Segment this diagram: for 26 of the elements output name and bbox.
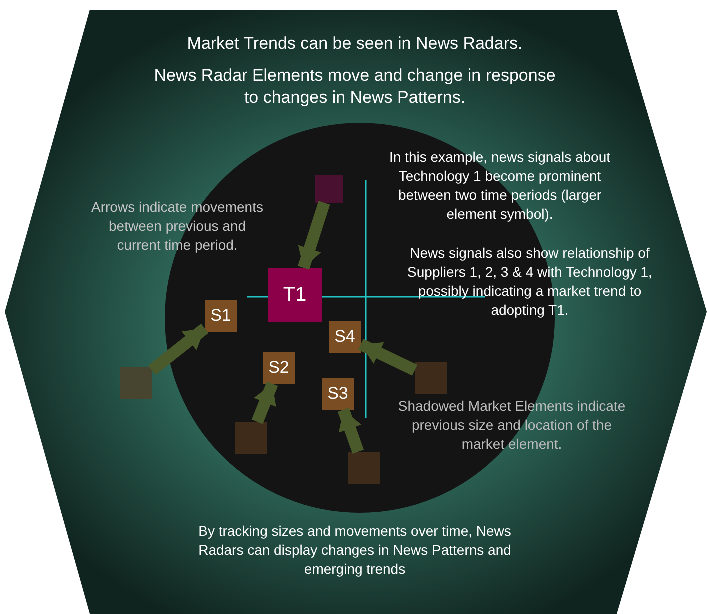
arrow [338,408,364,454]
arrow [252,382,278,424]
subtitle: News Radar Elements move and change in response to changes in News Patterns. [153,65,557,109]
element-label: S3 [328,384,348,404]
arrow [358,339,418,376]
supplier-box [263,352,295,384]
annotation-text: In this example, news signals about Technology 1 become prominent between two time periods (larger element symbol). [388,148,612,224]
element-label: S1 [210,306,232,326]
element-label: S4 [334,327,356,347]
footer-text: By tracking sizes and movements over time, News Radars can display changes in News Patterns and emerging trends [198,522,512,579]
title: Market Trends can be seen in News Radars. [186,33,524,55]
shadow-element-box [348,452,380,484]
annotation-text: Shadowed Market Elements indicate previous size and location of the market element. [397,397,627,454]
arrow [298,201,330,270]
element-label: S2 [268,358,290,378]
supplier-box [322,378,354,410]
technology-box [268,268,322,322]
supplier-box [329,321,361,353]
element-label: T1 [283,284,307,306]
shadow-element-box [315,175,343,203]
shadow-element-box [120,367,152,399]
annotation-text: Arrows indicate movements between previous and current time period. [90,198,264,255]
shadow-element-box [415,362,447,394]
shadow-element-box [235,422,267,454]
supplier-box [205,300,237,332]
annotation-text: News signals also show relationship of Suppliers 1, 2, 3 & 4 with Technology 1, possibly indicating a market trend to adopting T1. [406,244,654,320]
